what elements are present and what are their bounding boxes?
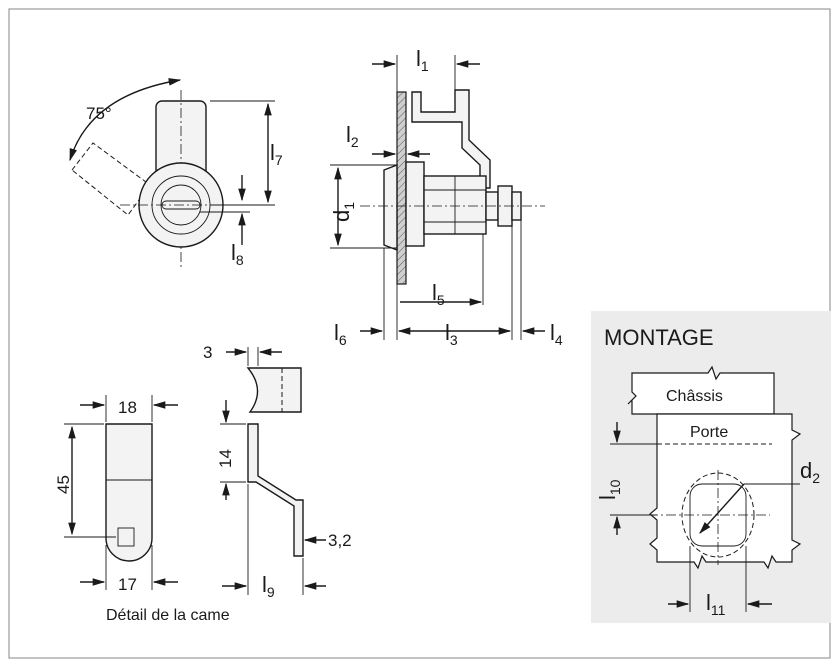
dim-l11-label: l11 xyxy=(706,590,726,618)
dim-l4-label: l4 xyxy=(550,320,563,348)
cam-detail-caption: Détail de la came xyxy=(106,607,230,624)
lock-flange xyxy=(383,163,398,252)
dim-17-label: 17 xyxy=(118,575,137,594)
dim-l9-label: l9 xyxy=(262,572,275,600)
lock-nut xyxy=(405,161,425,247)
dim-d2-label: d2 xyxy=(800,458,820,486)
side-view: l1 l2 d1 l5 l6 l3 l4 xyxy=(329,46,563,348)
cam-end-view xyxy=(246,367,302,413)
dim-l10-label: l10 xyxy=(595,479,623,500)
montage-title: MONTAGE xyxy=(604,325,714,350)
dim-45-label: 45 xyxy=(54,475,73,494)
montage-panel: MONTAGE Châssis Porte d2 l10 l11 xyxy=(591,311,831,623)
cam-bent-arm xyxy=(411,89,491,189)
dim-l6-label: l6 xyxy=(334,320,347,348)
chassis-label: Châssis xyxy=(666,388,723,405)
cam-detail: 18 45 17 Détail de la came 3 14 3,2 xyxy=(54,343,352,624)
door-label: Porte xyxy=(690,424,728,441)
dim-14-label: 14 xyxy=(216,449,235,468)
dim-l7-label: l7 xyxy=(270,140,283,168)
angle-label: 75° xyxy=(86,104,112,123)
dim-l2-label: l2 xyxy=(346,122,359,150)
dim-3-label: 3 xyxy=(203,343,212,362)
dim-l8-label: l8 xyxy=(231,240,244,268)
door-shape xyxy=(649,413,802,570)
cam-side-profile xyxy=(247,423,304,557)
dim-l5-label: l5 xyxy=(432,280,445,308)
dim-18-label: 18 xyxy=(118,398,137,417)
dim-l3-label: l3 xyxy=(445,320,458,348)
door-panel xyxy=(396,91,407,285)
dim-3-2-label: 3,2 xyxy=(328,531,352,550)
dim-d1-label: d1 xyxy=(329,202,357,222)
angle-arc xyxy=(69,78,182,162)
front-view: 75° l7 l8 xyxy=(69,78,283,270)
cam-square-hole xyxy=(117,527,135,547)
cutout-circle xyxy=(681,472,755,558)
cam-flat-view xyxy=(105,423,153,562)
dim-l1-label: l1 xyxy=(416,46,429,74)
